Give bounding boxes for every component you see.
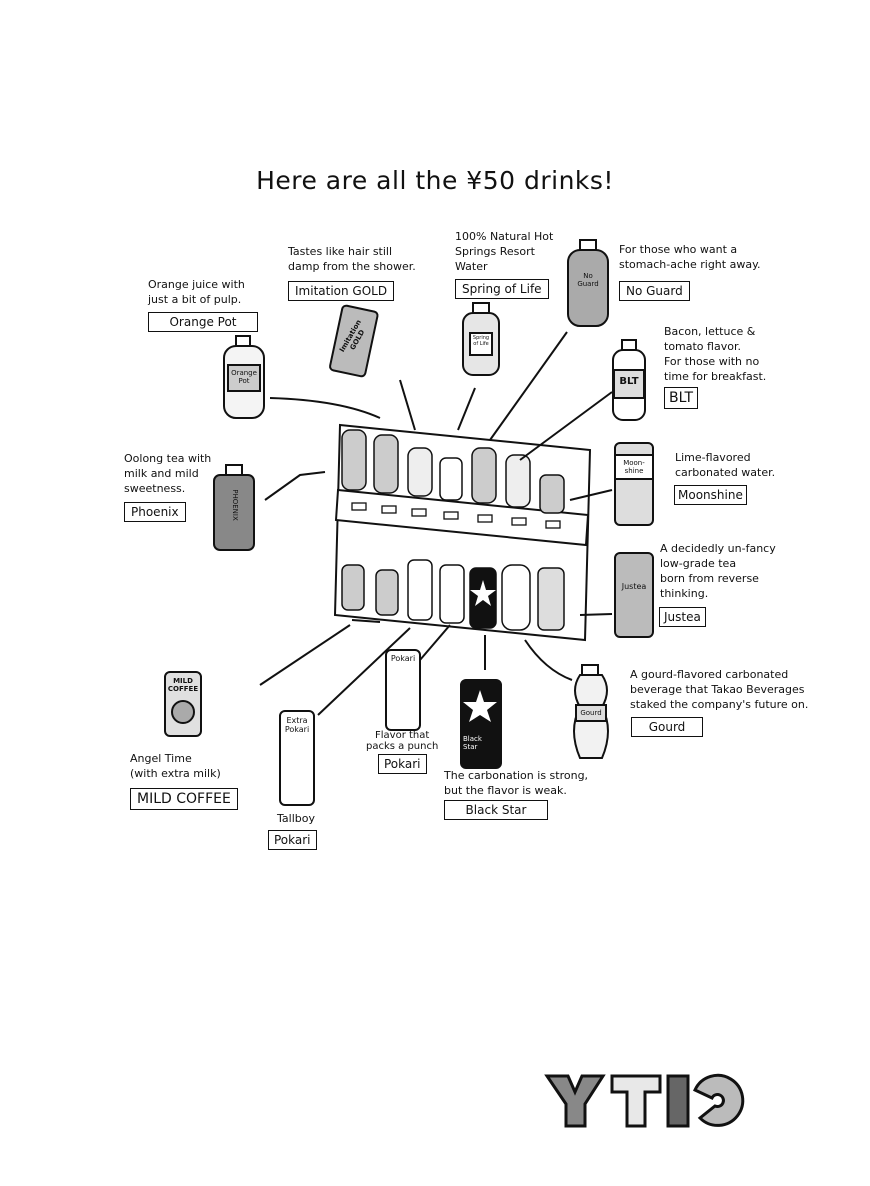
orange-pot-label: Orange Pot [148,312,258,332]
spring-of-life-bottle-icon [462,302,500,376]
blt-caption: Bacon, lettuce & tomato flavor. For those … [664,324,766,384]
no-guard-bottle-icon [567,239,609,327]
gourd-bottle-icon [573,664,609,759]
caption-line: Tallboy [277,812,315,825]
city-logo [544,1073,745,1128]
caption-line: A decidedly un-fancy [660,542,776,555]
caption-line: but the flavor is weak. [444,784,567,797]
extra-pokari-can-icon [279,710,315,806]
black-star-can-label: Black Star [463,735,482,751]
justea-can-label: Justea [621,583,647,591]
caption-line: Orange juice with [148,278,245,291]
caption-line: time for breakfast. [664,370,767,383]
imitation-gold-caption: Tastes like hair still damp from the show… [288,244,416,274]
moonshine-caption: Lime-flavored carbonated water. [675,450,775,480]
caption-line: staked the company's future on. [630,698,809,711]
caption-line: A gourd-flavored carbonated [630,668,789,681]
extra-pokari-can-label: Extra Pokari [284,716,310,734]
phoenix-can-label: PHOENIX [231,489,239,521]
orange-pot-caption: Orange juice with just a bit of pulp. [148,277,245,307]
orange-pot-bottle-icon [223,335,265,419]
gourd-label: Gourd [631,717,703,737]
imitation-gold-label: Imitation GOLD [288,281,394,301]
caption-line: Water [455,260,488,273]
mild-coffee-can-label: MILD COFFEE [167,677,199,693]
black-star-label: Black Star [444,800,548,820]
caption-line: carbonated water. [675,466,776,479]
caption-line: born from reverse [660,572,759,585]
caption-line: Springs Resort [455,245,535,258]
no-guard-label: No Guard [619,281,690,301]
orange-pot-can-label: Orange Pot [231,369,257,385]
phoenix-caption: Oolong tea with milk and mild sweetness. [124,451,211,496]
pokari-can-label: Pokari [390,655,416,663]
imitation-gold-can-icon [329,304,379,378]
caption-line: Bacon, lettuce & [664,325,756,338]
gourd-can-label: Gourd [580,709,602,717]
page-title: Here are all the ¥50 drinks! [256,166,614,195]
mild-coffee-label: MILD COFFEE [130,788,238,810]
caption-line: Flavor that [375,730,430,741]
caption-line: low-grade tea [660,557,737,570]
no-guard-can-label: No Guard [577,272,599,288]
moonshine-can-icon [614,442,654,526]
blt-bottle-icon [612,339,646,421]
caption-line: The carbonation is strong, [444,769,589,782]
caption-line: milk and mild [124,467,199,480]
spring-of-life-label: Spring of Life [455,279,549,299]
caption-line: 100% Natural Hot [455,230,554,243]
caption-line: packs a punch [366,741,439,752]
black-star-caption: The carbonation is strong, but the flavor… [444,768,588,798]
caption-line: stomach-ache right away. [619,258,761,271]
pokari-label: Pokari [378,754,427,774]
caption-line: sweetness. [124,482,186,495]
black-star-can-icon [460,679,502,769]
blt-can-label: BLT [619,376,639,387]
moonshine-label: Moonshine [674,485,747,505]
mild-coffee-can-icon [164,671,202,737]
leader-lines [259,331,613,716]
justea-label: Justea [659,607,706,627]
caption-line: Tastes like hair still [288,245,393,258]
caption-line: Lime-flavored [675,451,751,464]
phoenix-can-icon [213,464,255,551]
caption-line: just a bit of pulp. [148,293,242,306]
caption-line: For those with no [664,355,760,368]
caption-line: Oolong tea with [124,452,212,465]
caption-line: (with extra milk) [130,767,221,780]
caption-line: tomato flavor. [664,340,741,353]
no-guard-caption: For those who want a stomach-ache right a… [619,242,761,272]
caption-line: Angel Time [130,752,192,765]
gourd-caption: A gourd-flavored carbonated beverage that… [630,667,808,712]
pokari-can-icon [385,649,421,731]
justea-caption: A decidedly un-fancy low-grade tea born fr… [660,541,776,601]
justea-can-icon [614,552,654,638]
blt-label: BLT [664,387,699,409]
mild-coffee-caption: Angel Time (with extra milk) [130,751,221,781]
caption-line: damp from the shower. [288,260,416,273]
moonshine-can-label: Moon-shine [623,459,645,475]
phoenix-label: Phoenix [124,502,186,522]
tallboy-pokari-label: Pokari [268,830,317,850]
caption-line: thinking. [660,587,709,600]
caption-line: For those who want a [619,243,738,256]
vending-machine [333,423,592,642]
caption-line: beverage that Takao Beverages [630,683,805,696]
spring-of-life-can-label: Spring of Life [472,335,490,347]
tallboy-caption: Tallboy [277,811,315,826]
